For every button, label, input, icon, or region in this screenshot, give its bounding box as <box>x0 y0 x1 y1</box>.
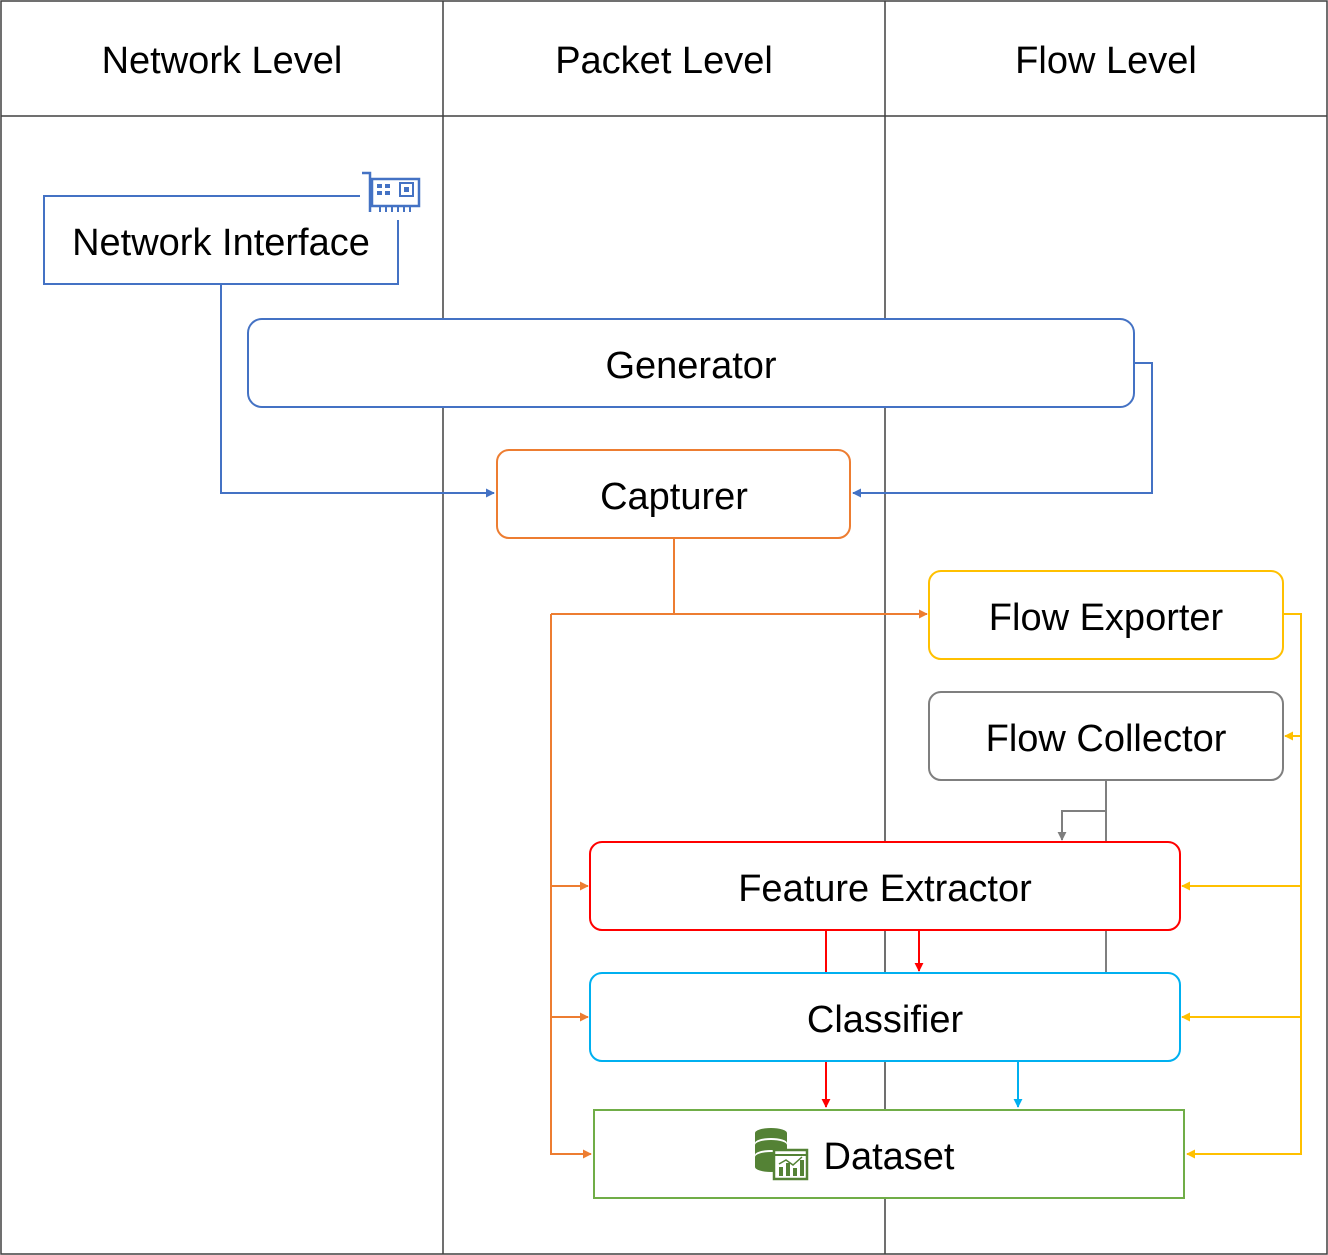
node-flow-exporter: Flow Exporter <box>928 570 1284 660</box>
node-feature-extractor: Feature Extractor <box>589 841 1181 931</box>
node-flow-exporter-label: Flow Exporter <box>989 597 1224 639</box>
node-flow-collector: Flow Collector <box>928 691 1284 781</box>
node-flow-collector-label: Flow Collector <box>986 718 1227 760</box>
node-capturer-label: Capturer <box>600 476 748 518</box>
column-header-packet-level: Packet Level <box>555 40 773 82</box>
edge-network-interface-to-capturer <box>220 284 495 498</box>
database-chart-icon <box>755 1128 809 1181</box>
edge-capturer-to-dataset <box>550 614 592 1159</box>
node-generator: Generator <box>247 318 1135 408</box>
node-generator-label: Generator <box>605 345 776 387</box>
node-dataset-label: Dataset <box>824 1136 955 1178</box>
column-header-network-level: Network Level <box>102 40 343 82</box>
node-classifier: Classifier <box>589 972 1181 1062</box>
column-header-flow-level: Flow Level <box>1015 40 1197 82</box>
node-capturer: Capturer <box>496 449 851 539</box>
node-dataset: Dataset <box>593 1109 1185 1199</box>
node-classifier-label: Classifier <box>807 999 964 1041</box>
node-feature-extractor-label: Feature Extractor <box>738 868 1032 910</box>
edge-flow-exporter-to-dataset <box>1186 613 1302 1159</box>
network-card-icon <box>360 170 424 220</box>
node-network-interface: Network Interface <box>43 170 424 285</box>
edge-flow-collector-to-feature-extractor <box>1057 780 1107 841</box>
node-network-interface-label: Network Interface <box>72 222 370 264</box>
edge-capturer-trunk <box>551 538 675 615</box>
edge-generator-to-capturer <box>852 362 1153 498</box>
